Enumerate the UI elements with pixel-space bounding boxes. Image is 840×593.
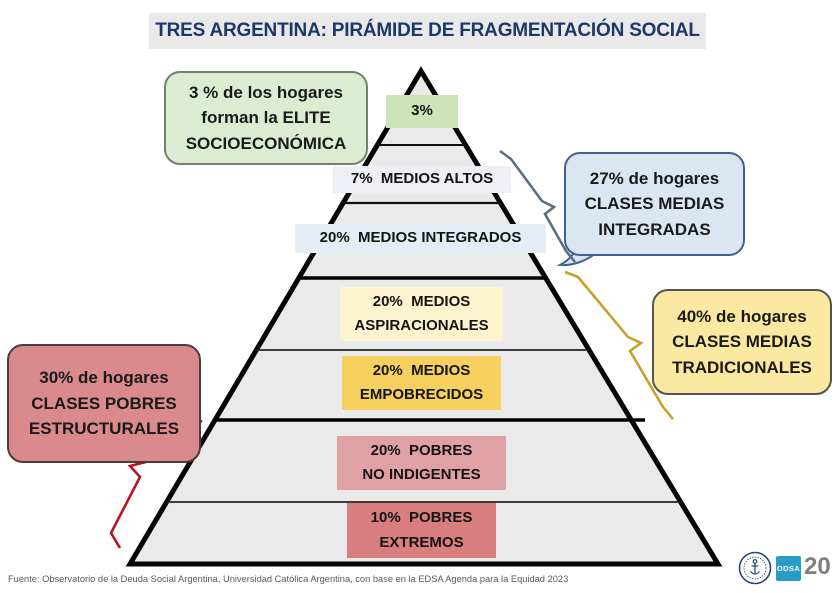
page-title: TRES ARGENTINA: PIRÁMIDE DE FRAGMENTACIÓ… bbox=[155, 20, 700, 41]
source-footnote: Fuente: Observatorio de la Deuda Social … bbox=[8, 574, 569, 584]
slide-title-bar: TRES ARGENTINA: PIRÁMIDE DE FRAGMENTACIÓ… bbox=[149, 13, 706, 49]
odsa-logo-badge: ODSA bbox=[776, 556, 801, 581]
level-medios-empobrecidos: 20% MEDIOS EMPOBRECIDOS bbox=[342, 356, 501, 410]
bracket-medias-tradicionales bbox=[564, 270, 674, 420]
level-medios-aspiracionales: 20% MEDIOS ASPIRACIONALES bbox=[340, 287, 503, 341]
university-seal-logo bbox=[738, 551, 772, 585]
bracket-medias-integradas bbox=[499, 149, 577, 263]
level-pobres-no-indigentes: 20% POBRES NO INDIGENTES bbox=[337, 436, 506, 490]
callout-elite: 3 % de los hogares forman la ELITE SOCIO… bbox=[164, 71, 368, 165]
page-number: 20 bbox=[804, 553, 831, 580]
level-pobres-extremos: 10% POBRES EXTREMOS bbox=[347, 503, 496, 558]
callout-clases-pobres-estructurales: 30% de hogares CLASES POBRES ESTRUCTURAL… bbox=[7, 344, 201, 463]
callout-clases-medias-tradicionales: 40% de hogares CLASES MEDIAS TRADICIONAL… bbox=[652, 289, 832, 395]
callout-clases-medias-integradas: 27% de hogares CLASES MEDIAS INTEGRADAS bbox=[564, 152, 745, 256]
level-medios-integrados: 20% MEDIOS INTEGRADOS bbox=[295, 224, 546, 253]
level-medios-altos: 7% MEDIOS ALTOS bbox=[333, 166, 511, 193]
level-elite: 3% bbox=[386, 95, 458, 128]
